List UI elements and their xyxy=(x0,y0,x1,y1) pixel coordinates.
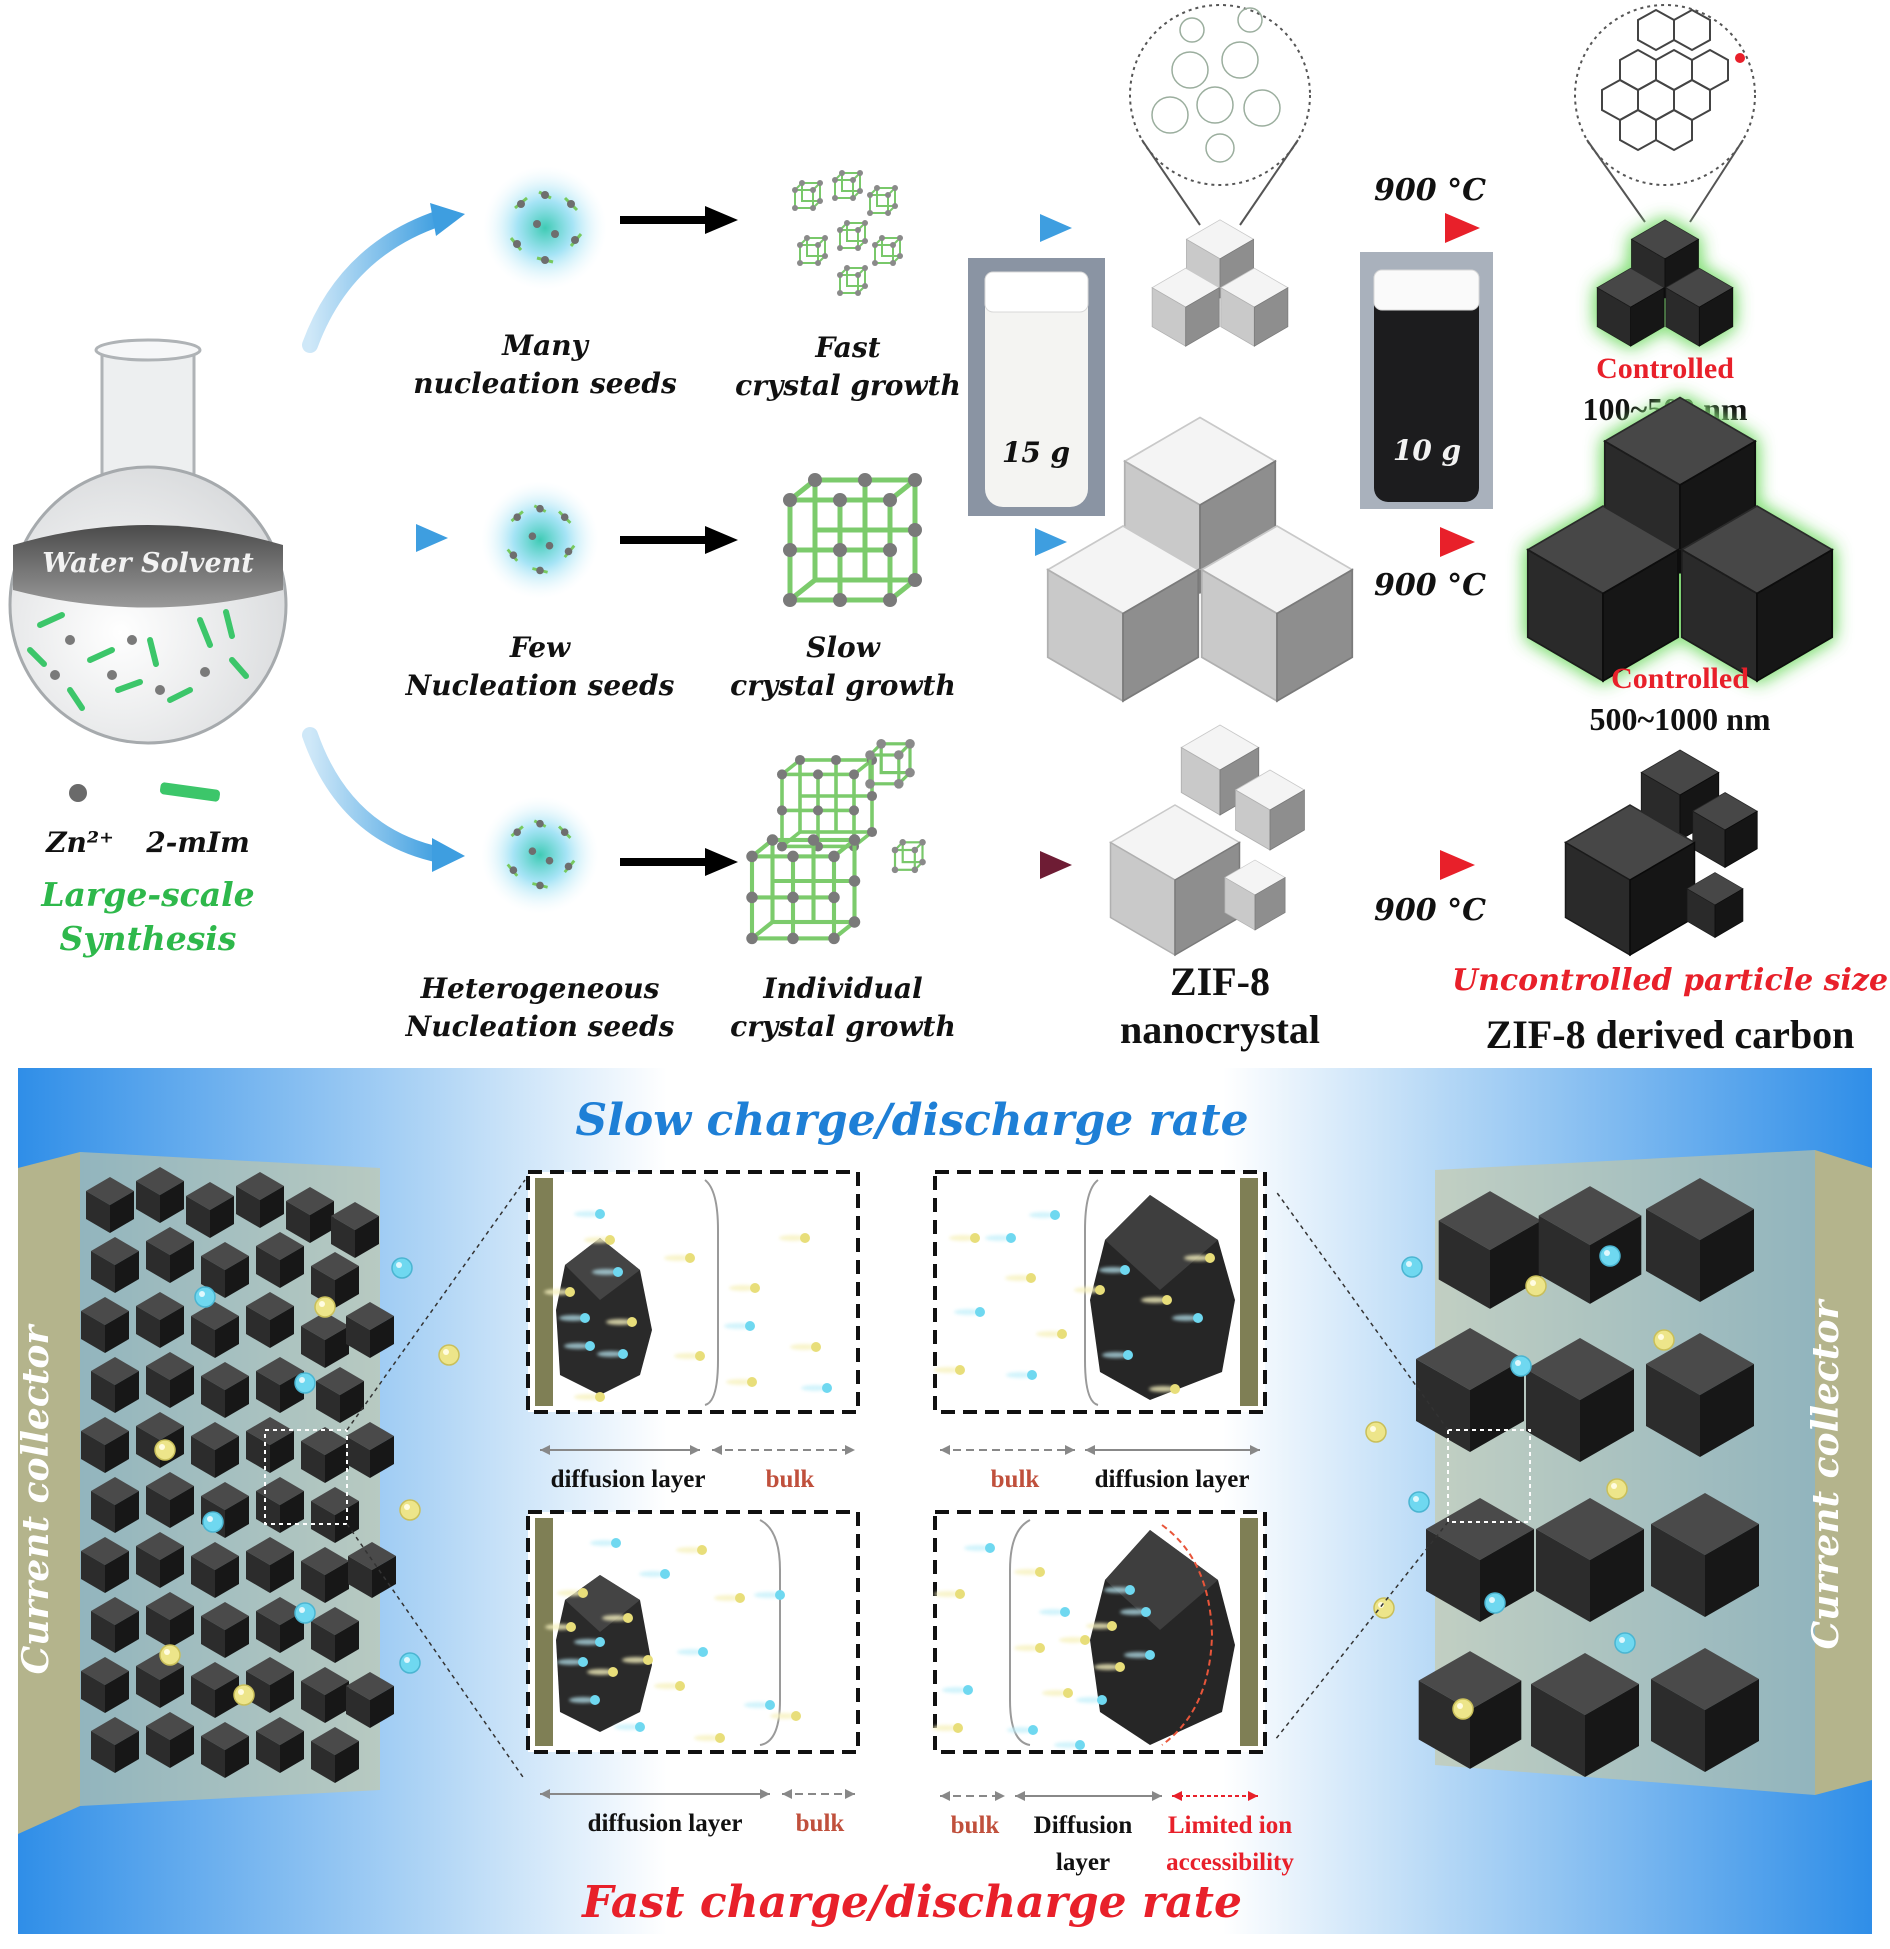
p3-diffusion-label: diffusion layer xyxy=(588,1810,743,1837)
reagent-legend: Zn²⁺ 2-mIm Large-scale Synthesis xyxy=(40,782,255,958)
large-scale-line1: Large-scale xyxy=(40,875,254,914)
slow-growth-lattice xyxy=(783,473,922,607)
p1-bulk-label: bulk xyxy=(766,1466,815,1493)
result2-size: 500~1000 nm xyxy=(1589,701,1770,737)
slow-rate-title: Slow charge/discharge rate xyxy=(575,1095,1248,1146)
white-bottle-photo: 15 g xyxy=(968,258,1105,516)
temp-2: 900 °C xyxy=(1374,568,1486,603)
hetero-seeds-icon xyxy=(479,794,601,916)
right-zoom-box xyxy=(1447,1429,1531,1523)
p4-diffusion-line1: Diffusion xyxy=(1034,1812,1133,1839)
temp-3: 900 °C xyxy=(1374,893,1486,928)
temp-1: 900 °C xyxy=(1374,173,1486,208)
left-collector-label: Current collector xyxy=(15,1323,57,1675)
carbonization-arrows: 900 °C 900 °C 900 °C xyxy=(1355,173,1486,928)
p2-bulk-label: bulk xyxy=(991,1466,1040,1493)
route2-seed-line1: Few xyxy=(509,631,571,664)
p4-bulk-label: bulk xyxy=(951,1812,1000,1839)
route1-growth-line2: crystal growth xyxy=(735,369,961,402)
carbon-irregular-uncontrolled xyxy=(1564,749,1758,956)
route3-seed-line2: Nucleation seeds xyxy=(405,1010,675,1043)
zif8-crystal-small xyxy=(1129,4,1311,346)
fast-growth-lattices xyxy=(791,169,904,297)
p1-diffusion-label: diffusion layer xyxy=(551,1466,706,1493)
inset-large-fast: bulk Diffusion layer Limited ion accessi… xyxy=(932,1510,1294,1876)
zif8-label-line2: nanocrystal xyxy=(1120,1007,1320,1052)
right-collector-label: Current collector xyxy=(1805,1298,1847,1650)
right-current-collector: Current collector xyxy=(1435,1150,1872,1795)
route1-seed-line2: nucleation seeds xyxy=(413,367,677,400)
p2-diffusion-label: diffusion layer xyxy=(1095,1466,1250,1493)
mim-label: 2-mIm xyxy=(145,826,249,859)
many-seeds-icon xyxy=(481,164,609,292)
inset-small-slow: diffusion layer bulk xyxy=(526,1170,860,1493)
electrode-panel: Slow charge/discharge rate Fast charge/d… xyxy=(15,1068,1872,1934)
route1-growth-line1: Fast xyxy=(814,331,880,364)
result2-status: Controlled xyxy=(1611,662,1749,695)
zif8-label-line1: ZIF-8 xyxy=(1170,959,1270,1004)
ligand-rod-icon xyxy=(159,782,221,802)
zn-label: Zn²⁺ xyxy=(45,826,114,859)
carbon-medium-controlled xyxy=(1528,398,1833,682)
inset-small-fast: diffusion layer bulk xyxy=(526,1510,860,1837)
black-bottle-mass: 10 g xyxy=(1393,434,1461,467)
route3-growth-line1: Individual xyxy=(762,972,922,1005)
route3-seed-line1: Heterogeneous xyxy=(420,972,660,1005)
few-seeds-icon xyxy=(479,479,601,601)
to-zif-arrows xyxy=(955,214,1072,879)
black-bottle-photo: 10 g xyxy=(1360,252,1493,509)
flask-label: Water Solvent xyxy=(42,548,254,579)
carbon-small-controlled xyxy=(1574,4,1756,346)
p4-diffusion-line2: layer xyxy=(1056,1849,1110,1876)
result1-status: Controlled xyxy=(1596,352,1734,385)
route2-seed-line2: Nucleation seeds xyxy=(405,669,675,702)
p3-bulk-label: bulk xyxy=(796,1810,845,1837)
fast-rate-title: Fast charge/discharge rate xyxy=(580,1877,1242,1928)
p4-limited-line1: Limited ion xyxy=(1168,1812,1292,1839)
route2-growth-line2: crystal growth xyxy=(730,669,956,702)
left-zoom-box xyxy=(264,1429,348,1525)
carbon-label: ZIF-8 derived carbon xyxy=(1486,1012,1855,1057)
individual-growth-lattices xyxy=(746,737,927,944)
route2-growth-line1: Slow xyxy=(806,631,881,664)
inset-large-slow: bulk diffusion layer xyxy=(933,1170,1267,1493)
white-bottle-mass: 15 g xyxy=(1002,436,1070,469)
p4-limited-line2: accessibility xyxy=(1166,1849,1294,1876)
growth-arrows xyxy=(620,206,738,876)
zif8-crystal-irregular xyxy=(1109,724,1305,956)
zn-ion-icon xyxy=(69,784,87,802)
route-arrows xyxy=(298,203,465,872)
large-scale-line2: Synthesis xyxy=(60,919,237,958)
route3-growth-line2: crystal growth xyxy=(730,1010,956,1043)
reaction-flask: Water Solvent xyxy=(8,338,288,745)
result3-status: Uncontrolled particle size xyxy=(1452,963,1888,998)
route1-seed-line1: Many xyxy=(501,329,589,362)
